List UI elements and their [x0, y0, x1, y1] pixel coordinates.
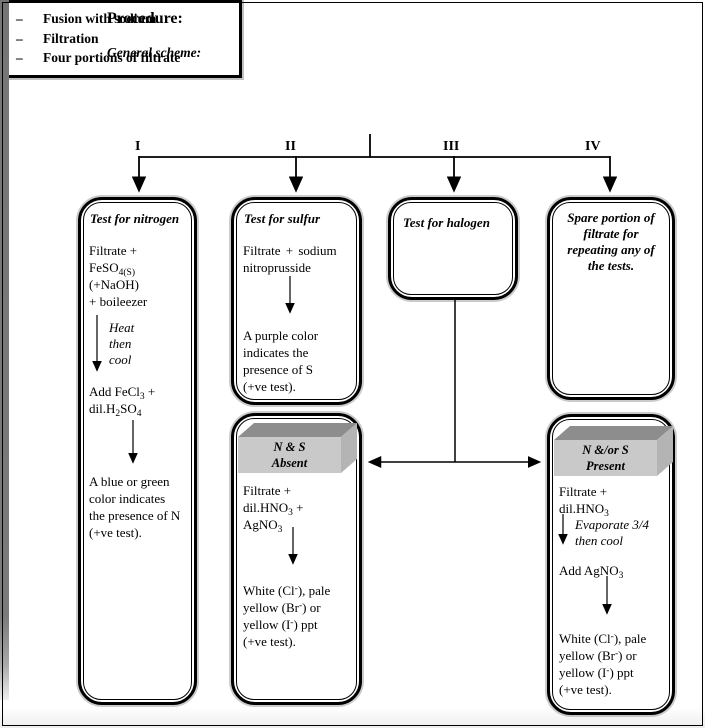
ns-absent-slab-label: N & S Absent — [238, 439, 341, 471]
halogen-test-box-inner — [393, 202, 513, 295]
nitrogen-step1-line2: FeSO4(S) — [89, 260, 135, 278]
heat-note-line2: then — [109, 336, 132, 351]
nitrogen-step2-line1: Add FeCl3 + — [89, 384, 156, 402]
ns-absent-step1-line1: Filtrate + — [243, 483, 292, 498]
spare-title-line1: Spare portion of — [567, 210, 655, 225]
scheme-item: – Filtration — [16, 29, 702, 49]
sulfur-step1-line1: Filtrate + sodium — [243, 243, 337, 258]
spare-portion-box: Spare portion of filtrate for repeating … — [547, 197, 675, 400]
ns-absent-step1-line3: AgNO3 — [243, 517, 283, 535]
ns-present-box: N &/or S Present Filtrate + dil.HNO3 Eva… — [547, 414, 675, 715]
heat-note-line3: cool — [109, 352, 132, 367]
ns-present-step1-line1: Filtrate + — [559, 484, 608, 499]
page-title: Procedure: — [107, 10, 183, 27]
ns-present-box-inner — [552, 419, 670, 710]
ns-absent-step1-line2: dil.HNO3 + — [243, 500, 304, 518]
nitrogen-result: A blue or green color indicates the pres… — [89, 473, 180, 541]
sulfur-result-line2: indicates the — [243, 345, 309, 360]
sulfur-step1: Filtrate + sodium nitroprusside — [243, 242, 355, 276]
bullet-dash: – — [16, 30, 23, 46]
ns-present-result-line3: yellow (I-) ppt — [559, 665, 634, 680]
scheme-item-label: Four portions of filtrate — [43, 50, 181, 65]
ns-present-result: White (Cl-), pale yellow (Br-) or yellow… — [559, 630, 646, 698]
ns-absent-box-inner — [236, 418, 357, 700]
ns-present-evaporate-note: Evaporate 3/4 then cool — [575, 517, 649, 549]
page-edge-bar — [0, 0, 9, 700]
nitrogen-test-box-inner — [83, 202, 192, 700]
scheme-item: – Four portions of filtrate — [16, 48, 702, 68]
branch-label-i: I — [135, 139, 141, 154]
scheme-item-label: Fusion with sodium — [43, 11, 157, 26]
nitrogen-step1-line1: Filtrate + — [89, 243, 138, 258]
page-bottom-edge — [0, 707, 705, 728]
ns-present-result-line1: White (Cl-), pale — [559, 631, 647, 646]
nitrogen-result-line4: (+ve test). — [89, 525, 142, 540]
evaporate-note-line2: then cool — [575, 533, 624, 548]
scheme-item: – Fusion with sodium — [16, 9, 702, 29]
sulfur-test-box: Test for sulfur Filtrate + sodium nitrop… — [231, 197, 362, 405]
ns-present-step1-line2: dil.HNO3 — [559, 501, 609, 519]
ns-present-header-line1: N &/or S — [582, 443, 629, 457]
nitrogen-step1-line3: (+NaOH) — [89, 277, 139, 292]
ns-absent-result: White (Cl-), pale yellow (Br-) or yellow… — [243, 582, 330, 650]
nitrogen-heat-note: Heat then cool — [109, 320, 134, 368]
sulfur-result-line3: presence of S — [243, 362, 314, 377]
spare-title-line2: filtrate for — [583, 226, 639, 241]
halogen-box-title: Test for halogen — [403, 215, 490, 230]
heat-note-line1: Heat — [109, 320, 135, 335]
spare-box-title: Spare portion of filtrate for repeating … — [554, 210, 668, 274]
branch-label-iii: III — [443, 139, 460, 154]
nitrogen-test-box: Test for nitrogen Filtrate + FeSO4(S) (+… — [78, 197, 197, 705]
bullet-dash: – — [16, 11, 23, 26]
spare-title-line4: the tests. — [587, 258, 635, 273]
ns-absent-header-line1: N & S — [273, 440, 306, 454]
ns-present-step1: Filtrate + dil.HNO3 — [559, 483, 609, 519]
sulfur-test-box-inner — [236, 202, 357, 400]
scheme-item-label: Filtration — [43, 30, 99, 46]
branch-label-ii: II — [285, 139, 296, 154]
sulfur-result-line1: A purple color — [243, 328, 319, 343]
ns-absent-box: N & S Absent Filtrate + dil.HNO3 + AgNO3… — [231, 413, 362, 705]
ns-absent-step1: Filtrate + dil.HNO3 + AgNO3 — [243, 482, 304, 535]
nitrogen-box-title: Test for nitrogen — [90, 211, 180, 226]
nitrogen-step2-line2: dil.H2SO4 — [89, 401, 142, 419]
ns-absent-result-line1: White (Cl-), pale — [243, 583, 331, 598]
nitrogen-result-line2: color indicates — [89, 491, 166, 506]
spare-portion-box-inner — [552, 202, 670, 395]
sulfur-box-title: Test for sulfur — [244, 211, 321, 226]
halogen-test-box: Test for halogen — [388, 197, 518, 300]
ns-present-step2: Add AgNO3 — [559, 562, 624, 581]
ns-absent-result-line4: (+ve test). — [243, 634, 296, 649]
ns-absent-header-line2: Absent — [271, 456, 308, 470]
bullet-dash: – — [16, 50, 23, 65]
ns-present-step2-line1: Add AgNO3 — [559, 563, 624, 581]
sulfur-result: A purple color indicates the presence of… — [243, 327, 318, 395]
nitrogen-step2: Add FeCl3 + dil.H2SO4 — [89, 383, 156, 419]
evaporate-note-line1: Evaporate 3/4 — [575, 517, 650, 532]
ns-present-header-line2: Present — [586, 459, 625, 473]
general-scheme-label: General scheme: — [107, 45, 202, 60]
spare-title-line3: repeating any of — [567, 242, 655, 257]
branch-label-iv: IV — [585, 139, 601, 154]
ns-absent-result-line2: yellow (Br-) or — [243, 600, 321, 615]
ns-absent-result-line3: yellow (I-) ppt — [243, 617, 318, 632]
nitrogen-result-line1: A blue or green — [89, 474, 170, 489]
ns-present-slab-label: N &/or S Present — [554, 442, 657, 474]
ns-absent-slab-3d — [238, 423, 357, 473]
nitrogen-step1: Filtrate + FeSO4(S) (+NaOH) + boileezer — [89, 242, 147, 310]
ns-present-slab-3d — [554, 426, 673, 476]
ns-present-result-line2: yellow (Br-) or — [559, 648, 637, 663]
nitrogen-step1-line4: + boileezer — [89, 294, 148, 309]
sulfur-result-line4: (+ve test). — [243, 379, 296, 394]
ns-present-result-line4: (+ve test). — [559, 682, 612, 697]
sulfur-step1-line2: nitroprusside — [243, 260, 311, 275]
nitrogen-result-line3: the presence of N — [89, 508, 181, 523]
